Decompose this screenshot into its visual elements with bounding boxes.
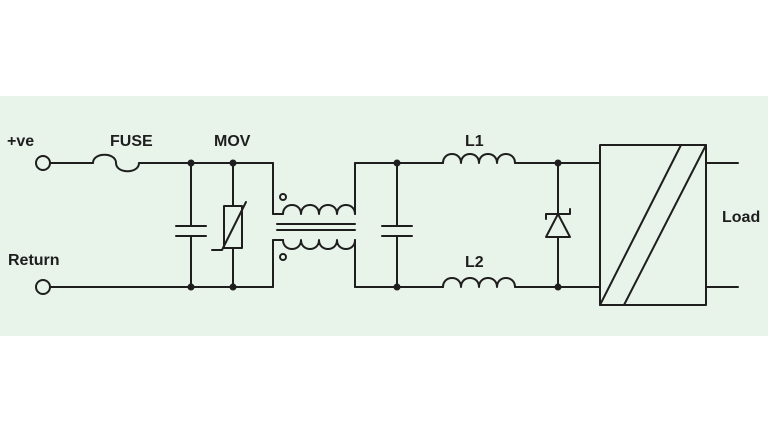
load-label: Load xyxy=(722,209,761,226)
l2-label: L2 xyxy=(465,254,484,271)
tvs-diode xyxy=(545,162,571,288)
inductor-l1 xyxy=(442,153,516,164)
choke-lower-winding xyxy=(282,239,356,250)
input-capacitor xyxy=(175,162,207,288)
l1-label: L1 xyxy=(465,133,484,150)
output-capacitor xyxy=(381,162,413,288)
positive-terminal xyxy=(35,155,51,171)
choke-core xyxy=(276,223,356,231)
mov-varistor xyxy=(211,162,247,288)
load-leads xyxy=(705,162,739,288)
junction-dots xyxy=(187,159,562,291)
choke-polarity-dot-top xyxy=(279,193,287,201)
inductor-l2 xyxy=(442,277,516,288)
fuse-label: FUSE xyxy=(110,133,153,150)
fuse-symbol xyxy=(92,153,140,173)
choke-left-leads xyxy=(272,162,284,288)
positive-label: +ve xyxy=(7,133,35,150)
return-label: Return xyxy=(8,252,60,269)
diagram-background xyxy=(0,96,768,336)
choke-polarity-dot-bottom xyxy=(279,253,287,261)
choke-upper-winding xyxy=(282,204,356,215)
return-terminal xyxy=(35,279,51,295)
mov-label: MOV xyxy=(214,133,251,150)
converter-block xyxy=(599,144,707,306)
